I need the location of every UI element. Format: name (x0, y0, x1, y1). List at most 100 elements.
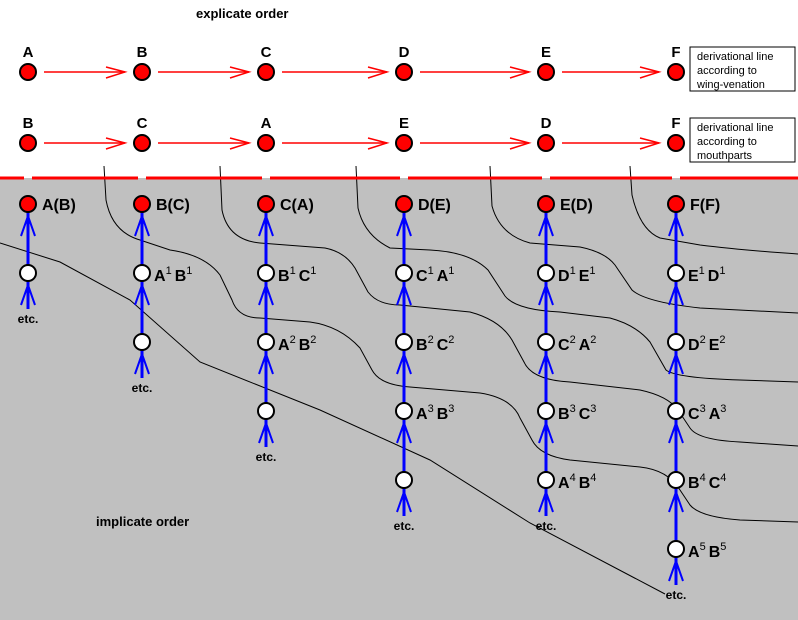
explicate-node-label: B (137, 44, 148, 61)
blue-arrow-head (258, 419, 274, 444)
red-arrow-head (509, 137, 532, 150)
legend-box: derivational line according to wing-venati… (689, 46, 796, 92)
explicate-node-label: E (541, 44, 551, 61)
legend-text-line: according to (697, 136, 757, 148)
etc-label: etc. (536, 519, 557, 533)
red-arrow (158, 137, 252, 150)
blue-arrow-head (538, 212, 554, 237)
implicate-top-node (537, 195, 555, 213)
explicate-order-title: explicate order (196, 6, 289, 21)
legend-text-line: derivational line (697, 51, 773, 63)
blue-arrow-head (258, 350, 274, 375)
ancestor-node (133, 333, 151, 351)
explicate-node (19, 134, 37, 152)
red-arrow (44, 66, 128, 79)
explicate-node-label: C (261, 44, 272, 61)
explicate-node-label: B (23, 115, 34, 132)
explicate-node (257, 134, 275, 152)
implicate-top-label: B(C) (156, 197, 190, 214)
legend-box-frame (689, 117, 796, 163)
red-arrow (282, 66, 390, 79)
explicate-node (667, 134, 685, 152)
blue-arrow-head (538, 419, 554, 444)
blue-arrow-head (258, 281, 274, 306)
implicate-top-label: C(A) (280, 197, 314, 214)
blue-arrow-head (538, 488, 554, 513)
ancestor-node (537, 264, 555, 282)
blue-arrow-head (134, 350, 150, 375)
blue-arrow-head (668, 419, 684, 444)
blue-arrow-head (668, 350, 684, 375)
ancestor-node (537, 333, 555, 351)
blue-arrow-head (20, 212, 36, 237)
red-arrow (44, 137, 128, 150)
ancestor-node (257, 264, 275, 282)
ancestor-node (395, 402, 413, 420)
red-arrow-head (229, 137, 252, 150)
implicate-top-node (257, 195, 275, 213)
etc-label: etc. (18, 312, 39, 326)
ancestor-node (667, 264, 685, 282)
implicate-top-node (667, 195, 685, 213)
implicate-top-label: D(E) (418, 197, 451, 214)
ancestor-node (257, 333, 275, 351)
implicate-top-node (395, 195, 413, 213)
legend-text-line: according to (697, 65, 757, 77)
red-arrow-head (509, 66, 532, 79)
implicate-top-node (19, 195, 37, 213)
explicate-node-label: A (261, 115, 272, 132)
explicate-node (395, 63, 413, 81)
red-arrow-head (105, 137, 128, 150)
explicate-node-label: F (671, 115, 680, 132)
explicate-node-label: E (399, 115, 409, 132)
implicate-top-node (133, 195, 151, 213)
implicate-top-label: A(B) (42, 197, 76, 214)
legend-text-line: mouthparts (697, 150, 753, 162)
explicate-node (133, 63, 151, 81)
ancestor-node (395, 471, 413, 489)
ancestor-node (395, 264, 413, 282)
red-arrow (562, 66, 662, 79)
contour-line (629, 165, 798, 255)
explicate-node (537, 134, 555, 152)
blue-arrow-head (396, 488, 412, 513)
blue-arrow-head (396, 350, 412, 375)
red-arrow-head (367, 66, 390, 79)
explicate-node (19, 63, 37, 81)
blue-arrow-head (668, 281, 684, 306)
implicate-order-title: implicate order (96, 514, 189, 529)
ancestor-node (667, 540, 685, 558)
ancestor-node (19, 264, 37, 282)
ancestor-node (537, 471, 555, 489)
blue-arrow-head (396, 419, 412, 444)
etc-label: etc. (256, 450, 277, 464)
red-arrow (282, 137, 390, 150)
explicate-node (537, 63, 555, 81)
contour-line (0, 242, 666, 595)
blue-arrow-head (668, 212, 684, 237)
blue-arrow-head (258, 212, 274, 237)
red-arrow-head (105, 66, 128, 79)
contour-line (103, 165, 798, 523)
legend-text-line: wing-venation (696, 79, 765, 91)
explicate-node-label: D (541, 115, 552, 132)
